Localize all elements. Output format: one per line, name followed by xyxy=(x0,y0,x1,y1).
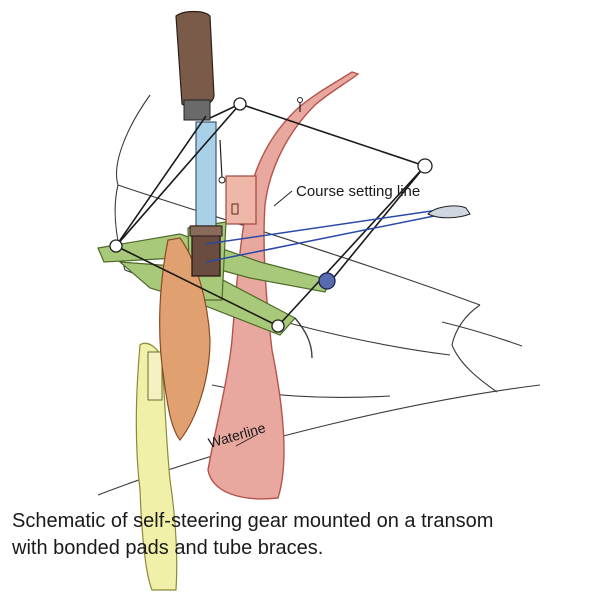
diagram-caption: Schematic of self-steering gear mounted … xyxy=(12,508,592,562)
caption-line-2: with bonded pads and tube braces. xyxy=(12,537,324,559)
control-lines xyxy=(115,103,426,327)
hook-top-eye xyxy=(297,97,303,103)
collar-top-ring xyxy=(189,225,223,237)
pulley-blue xyxy=(318,272,336,290)
leader-waterline xyxy=(235,433,259,447)
pulley-left xyxy=(109,239,123,253)
tiller-handle xyxy=(175,10,215,108)
cleat xyxy=(427,205,471,219)
course-setting-line-label: Course setting line xyxy=(296,183,420,200)
pendulum-clamp xyxy=(147,351,163,401)
hook-tiller xyxy=(219,139,223,179)
tiller-ferrule xyxy=(183,99,211,121)
course-setting-lines xyxy=(205,207,453,263)
caption-line-1: Schematic of self-steering gear mounted … xyxy=(12,510,494,532)
hook-tiller-eye xyxy=(218,176,226,184)
leader-course-line xyxy=(273,190,293,207)
pulley-lower xyxy=(271,319,285,333)
pulley-right xyxy=(417,158,433,174)
wind-vane xyxy=(159,237,211,441)
pulley-top xyxy=(233,97,247,111)
vertical-shaft xyxy=(195,121,217,231)
bracket-block xyxy=(225,175,257,225)
main-rudder-blade xyxy=(207,71,360,500)
bracket-slot xyxy=(231,203,239,215)
frame-tail xyxy=(294,317,313,359)
